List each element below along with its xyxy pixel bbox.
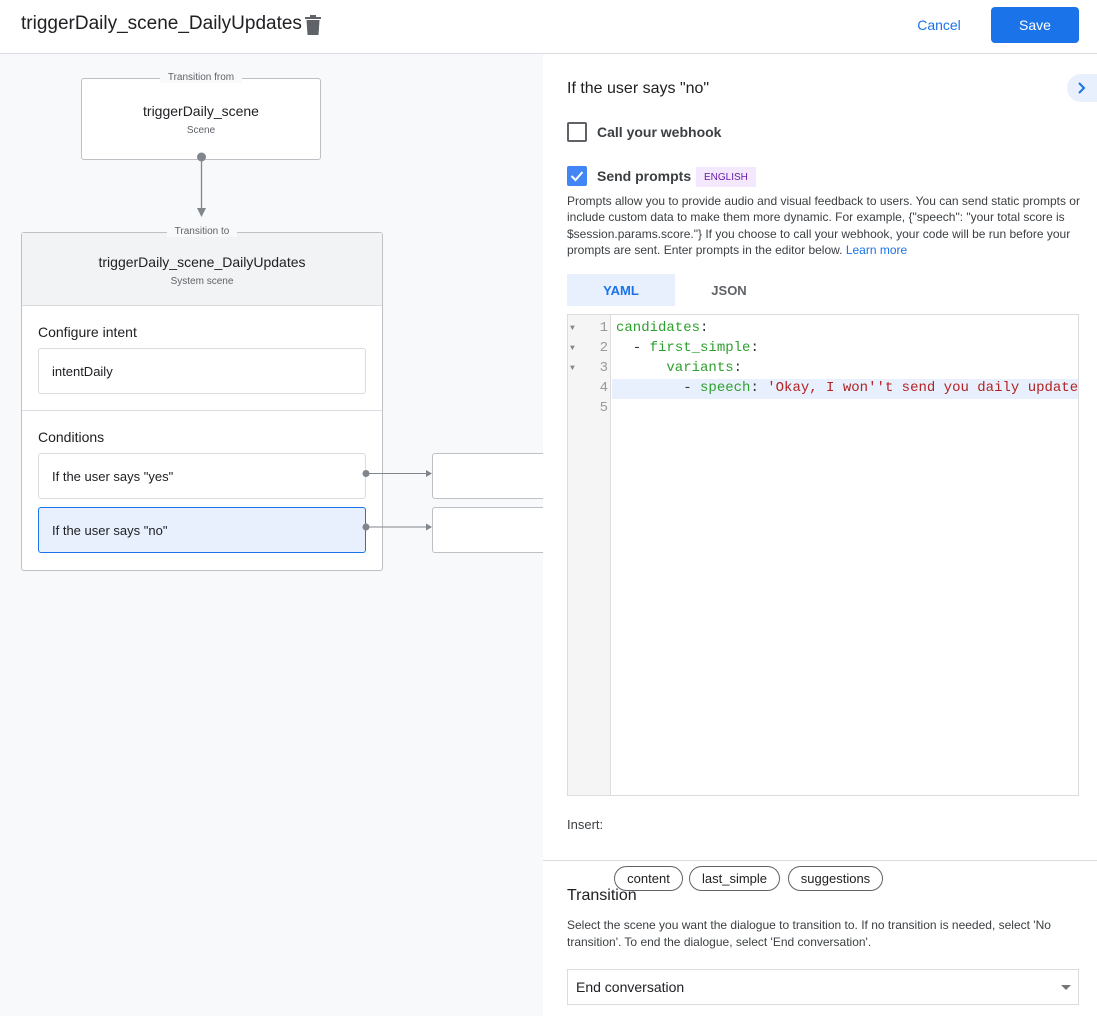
code-token: 'Okay, I won''t send you daily update	[767, 380, 1079, 396]
line-number: 2	[599, 340, 608, 356]
transition-from-legend: Transition from	[159, 72, 243, 83]
save-button[interactable]: Save	[991, 7, 1079, 43]
no-target-node[interactable]	[432, 507, 543, 553]
code-token: candidates	[616, 320, 701, 336]
yes-target-node[interactable]	[432, 453, 543, 499]
code-token: :	[700, 320, 709, 336]
check-icon	[570, 171, 584, 182]
prompts-checkbox[interactable]	[567, 166, 587, 186]
prompts-description: Prompts allow you to provide audio and v…	[567, 194, 1080, 257]
code-token: :	[750, 340, 759, 356]
code-line: - first_simple:	[616, 340, 759, 356]
code-line: - speech: 'Okay, I won''t send you daily…	[616, 380, 1078, 396]
code-token: first_simple	[649, 340, 751, 356]
fold-arrow-icon[interactable]: ▼	[570, 344, 575, 353]
from-scene-name: triggerDaily_scene	[143, 103, 259, 119]
fold-arrow-icon[interactable]: ▼	[570, 324, 575, 333]
code-token: -	[616, 340, 650, 356]
code-token: variants	[616, 360, 734, 376]
insert-chip-suggestions[interactable]: suggestions	[788, 866, 883, 891]
code-line: candidates:	[616, 320, 708, 336]
insert-chip-last-simple[interactable]: last_simple	[689, 866, 780, 891]
fold-arrow-icon[interactable]: ▼	[570, 364, 575, 373]
transition-to-legend: Transition to	[166, 226, 238, 237]
code-line: variants:	[616, 360, 742, 376]
panel-heading: If the user says "no"	[567, 80, 710, 97]
line-number: 3	[599, 360, 608, 376]
condition-connectors	[362, 470, 432, 531]
active-line-highlight	[612, 379, 1078, 399]
page-title: triggerDaily_scene_DailyUpdates	[21, 13, 302, 34]
transition-select-value: End conversation	[576, 979, 685, 995]
language-badge: ENGLISH	[696, 167, 756, 187]
configure-intent-heading: Configure intent	[38, 324, 137, 340]
code-token: :	[733, 360, 743, 376]
transition-heading: Transition	[567, 887, 637, 904]
code-token: :	[750, 380, 768, 396]
transition-from-node[interactable]: Transition from triggerDaily_scene Scene	[81, 72, 321, 160]
prompts-label: Send prompts	[597, 168, 692, 184]
trash-icon[interactable]	[304, 14, 322, 36]
condition-yes[interactable]: If the user says "yes"	[38, 453, 366, 499]
code-token: speech	[700, 380, 751, 396]
condition-no[interactable]: If the user says "no"	[38, 507, 366, 553]
dropdown-arrow-icon	[1061, 985, 1071, 990]
transition-arrow	[197, 152, 206, 217]
chevron-right-icon	[1078, 82, 1086, 94]
to-scene-type: System scene	[170, 276, 234, 287]
insert-chip-content[interactable]: content	[614, 866, 683, 891]
conditions-heading: Conditions	[38, 429, 105, 445]
line-number: 4	[599, 380, 608, 396]
to-scene-name: triggerDaily_scene_DailyUpdates	[98, 254, 306, 270]
flow-canvas[interactable]: Transition from triggerDaily_scene Scene…	[0, 54, 543, 1016]
header: triggerDaily_scene_DailyUpdates Cancel S…	[0, 0, 1097, 54]
insert-label: Insert:	[567, 817, 604, 832]
editor-gutter	[568, 315, 611, 795]
line-number: 5	[599, 400, 608, 416]
cancel-button[interactable]: Cancel	[917, 17, 961, 33]
condition-panel: If the user says "no" Call your webhook …	[543, 54, 1097, 1016]
line-number: 1	[599, 320, 608, 336]
from-scene-type: Scene	[186, 125, 216, 136]
code-editor[interactable]: 1 ▼ candidates: 2 ▼ - first_simple: 3 ▼ varian…	[567, 314, 1079, 796]
transition-select[interactable]: End conversation	[567, 969, 1079, 1005]
collapse-panel-button[interactable]	[1067, 74, 1097, 102]
tab-json[interactable]: JSON	[711, 282, 747, 298]
webhook-checkbox[interactable]	[567, 122, 587, 142]
transition-description: Select the scene you want the dialogue t…	[567, 918, 1051, 949]
divider	[543, 860, 1097, 861]
tab-yaml[interactable]: YAML	[567, 274, 675, 306]
code-token: -	[616, 380, 701, 396]
transition-to-node: Transition to triggerDaily_scene_DailyUp…	[21, 226, 383, 571]
learn-more-link[interactable]: Learn more	[845, 242, 908, 257]
intent-field[interactable]: intentDaily	[38, 348, 366, 394]
webhook-label: Call your webhook	[597, 124, 722, 140]
